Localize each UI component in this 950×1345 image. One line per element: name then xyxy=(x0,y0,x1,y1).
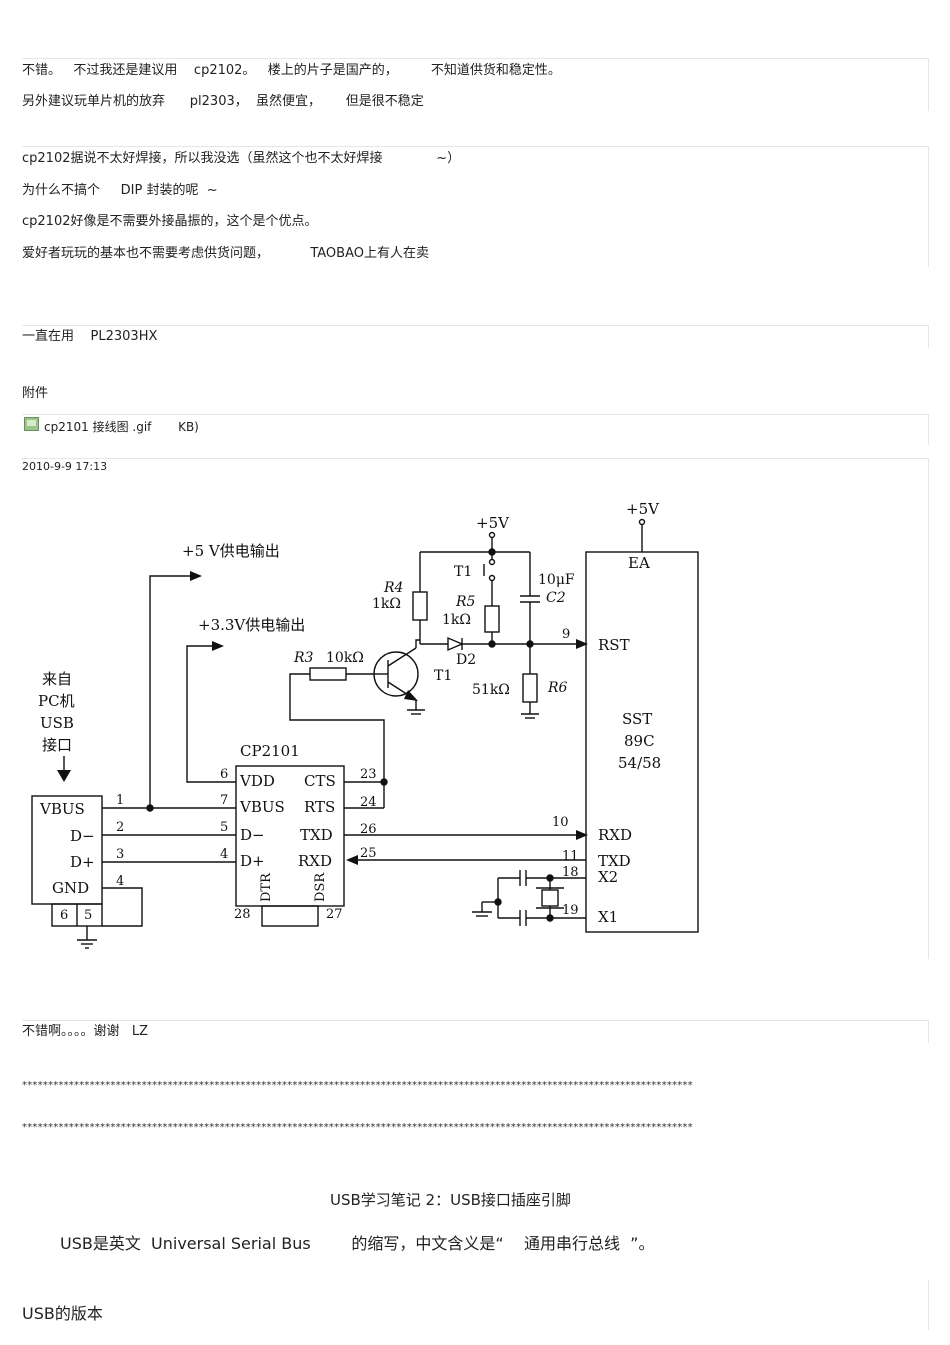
cp-dplus: D+ xyxy=(240,852,265,870)
usb-pin3: 3 xyxy=(116,847,124,862)
attachment-time-block xyxy=(22,458,929,959)
mcu-x1: X1 xyxy=(598,908,618,926)
r3-label: R3 xyxy=(293,650,314,666)
attachment-timestamp: 2010-9-9 17:13 xyxy=(22,460,108,473)
post-2-line-3: cp2102好像是不需要外接晶振的，这个是个优点。 xyxy=(22,214,318,229)
mcu-pin19: 19 xyxy=(562,903,579,918)
mcu-89c: 89C xyxy=(624,732,655,750)
c2-value: 10μF xyxy=(538,572,575,588)
cp-cts: CTS xyxy=(304,772,336,790)
out-33v-label: +3.3V供电输出 xyxy=(198,616,305,634)
usb-vbus-label: VBUS xyxy=(39,800,85,818)
usb-pin1: 1 xyxy=(116,793,124,808)
article-title: USB学习笔记 2：USB接口插座引脚 xyxy=(330,1191,571,1209)
vcc-5v-top: +5V xyxy=(476,514,510,532)
attachment-block xyxy=(22,414,929,445)
post-2-line-1: cp2102据说不太好焊接，所以我没选（虽然这个也不太好焊接 ~） xyxy=(22,151,461,166)
mcu-pin18: 18 xyxy=(562,865,579,880)
cp-dsr: DSR xyxy=(313,872,328,902)
mcu-rst: RST xyxy=(598,636,630,654)
source-label-4: 接口 xyxy=(42,736,72,754)
source-label-2: PC机 xyxy=(38,692,75,710)
mcu-ea: EA xyxy=(628,554,650,572)
mcu-x2: X2 xyxy=(598,868,618,886)
cp2101-title: CP2101 xyxy=(240,742,300,760)
vcc-5v-mcu: +5V xyxy=(626,500,660,518)
cp-dtr: DTR xyxy=(259,872,274,902)
separator-line-2: ****************************************… xyxy=(22,1122,693,1133)
r3-value: 10kΩ xyxy=(326,650,364,666)
post-block-1 xyxy=(22,58,929,111)
cp-dminus: D− xyxy=(240,826,265,844)
cp-pin5: 5 xyxy=(220,820,228,835)
out-5v-label: +5 V供电输出 xyxy=(182,542,280,560)
usb-dplus-label: D+ xyxy=(70,853,95,871)
cp-txd: TXD xyxy=(300,826,333,844)
r6-value: 51kΩ xyxy=(472,682,510,698)
c2-label: C2 xyxy=(546,590,566,606)
t1-transistor-label: T1 xyxy=(434,668,452,684)
mcu-pin9: 9 xyxy=(562,627,570,642)
r5-value: 1kΩ xyxy=(442,612,471,628)
cp-pin24: 24 xyxy=(360,795,377,810)
mcu-sst: SST xyxy=(622,710,652,728)
cp-vbus: VBUS xyxy=(239,798,285,816)
article-intro: USB是英文 Universal Serial Bus 的缩写，中文含义是“ 通… xyxy=(60,1234,655,1253)
separator-line-1: ****************************************… xyxy=(22,1080,693,1091)
post-block-4 xyxy=(22,1020,929,1043)
usb-dminus-label: D− xyxy=(70,827,95,845)
mcu-pin11: 11 xyxy=(562,849,579,864)
source-label-1: 来自 xyxy=(42,670,72,688)
usb-pin6: 6 xyxy=(60,908,68,923)
cp-pin23: 23 xyxy=(360,767,377,782)
cp-pin25: 25 xyxy=(360,846,377,861)
post-1-line-2: 另外建议玩单片机的放弃 pl2303， 虽然便宜， 但是很不稳定 xyxy=(22,94,424,109)
usb-pin5: 5 xyxy=(84,908,92,923)
cp2101-wiring-diagram: VBUS D− D+ GND 6 5 1 2 3 4 来自 PC机 USB 接口… xyxy=(22,500,710,950)
t1-switch-label: T1 xyxy=(454,564,472,580)
post-2-line-2: 为什么不搞个 DIP 封装的呢 ~ xyxy=(22,183,218,198)
cp-rts: RTS xyxy=(304,798,335,816)
section-block xyxy=(22,1280,929,1330)
post-4-line-1: 不错啊。。。。谢谢 LZ xyxy=(22,1024,149,1039)
usb-gnd-label: GND xyxy=(52,879,89,897)
section-heading: USB的版本 xyxy=(22,1304,103,1323)
cp-rxd: RXD xyxy=(298,852,332,870)
post-2-line-4: 爱好者玩玩的基本也不需要考虑供货问题， TAOBAO上有人在卖 xyxy=(22,246,429,261)
attachment-file-link[interactable]: cp2101 接线图 .gif KB) xyxy=(44,420,199,434)
post-block-2 xyxy=(22,146,929,267)
post-block-3 xyxy=(22,325,929,348)
image-file-icon xyxy=(24,417,39,431)
source-label-3: USB xyxy=(40,714,74,732)
mcu-5458: 54/58 xyxy=(618,754,661,772)
cp-pin26: 26 xyxy=(360,822,377,837)
post-3-line-1: 一直在用 PL2303HX xyxy=(22,329,158,344)
cp-vdd: VDD xyxy=(239,772,275,790)
attachments-label: 附件 xyxy=(22,386,49,401)
usb-pin2: 2 xyxy=(116,820,124,835)
mcu-pin10: 10 xyxy=(552,815,569,830)
cp-pin28: 28 xyxy=(234,907,251,922)
cp-pin6: 6 xyxy=(220,767,228,782)
usb-pin4: 4 xyxy=(116,874,124,889)
r4-value: 1kΩ xyxy=(372,596,401,612)
r5-label: R5 xyxy=(455,594,476,610)
r6-label: R6 xyxy=(547,680,568,696)
mcu-txd: TXD xyxy=(598,852,631,870)
cp-pin27: 27 xyxy=(326,907,343,922)
d2-label: D2 xyxy=(456,652,476,668)
r4-label: R4 xyxy=(383,580,403,596)
cp-pin4: 4 xyxy=(220,847,228,862)
post-1-line-1: 不错。 不过我还是建议用 cp2102。 楼上的片子是国产的， 不知道供货和稳定… xyxy=(22,63,561,78)
mcu-rxd: RXD xyxy=(598,826,632,844)
cp-pin7: 7 xyxy=(220,793,228,808)
